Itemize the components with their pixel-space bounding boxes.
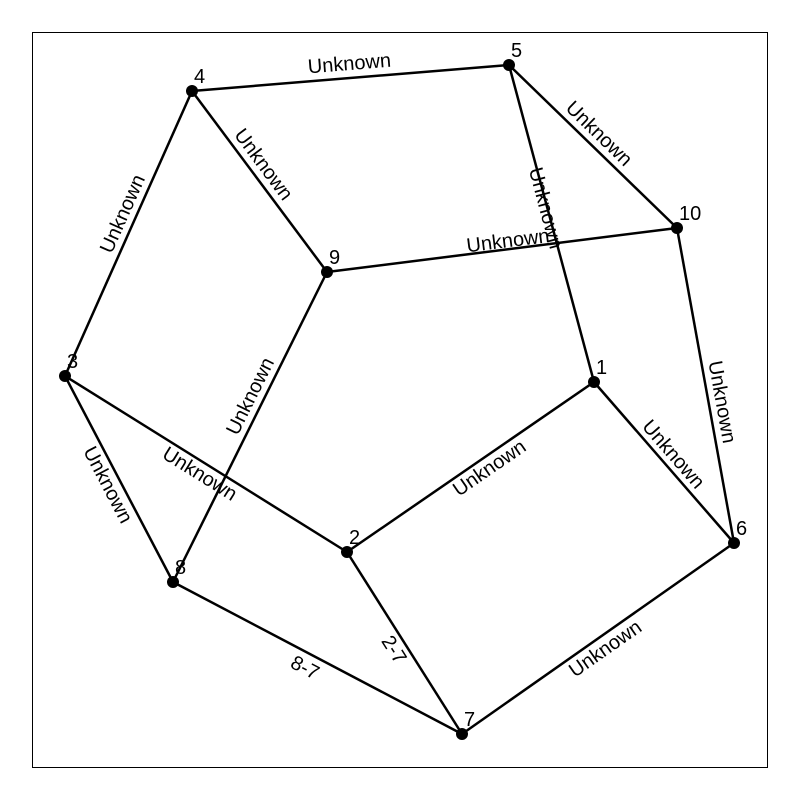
node-4	[186, 85, 198, 97]
diagram-frame	[32, 32, 768, 768]
edge-label-4-5: Unknown	[307, 50, 392, 79]
node-5	[503, 59, 515, 71]
node-8	[167, 576, 179, 588]
edge-label-1-6: Unknown	[637, 416, 708, 493]
edge-label-2-7: 2-7	[376, 632, 410, 668]
nodes-layer	[59, 59, 740, 740]
edge-5-10	[508, 64, 678, 229]
node-label-10: 10	[679, 203, 701, 225]
edge-label-6-7: Unknown	[565, 616, 646, 682]
edge-label-4-9: Unknown	[229, 125, 296, 205]
node-7	[456, 728, 468, 740]
node-2	[341, 546, 353, 558]
edge-label-3-2: Unknown	[158, 443, 240, 506]
node-label-3: 3	[67, 351, 78, 373]
node-9	[321, 266, 333, 278]
node-6	[728, 537, 740, 549]
edge-label-5-10: Unknown	[561, 97, 636, 171]
edge-4-5	[191, 63, 510, 93]
edge-5-1	[507, 64, 596, 383]
edge-1-6	[593, 381, 735, 544]
edge-9-8	[171, 271, 329, 583]
edge-2-7	[345, 551, 464, 735]
node-labels-layer: 1 2 3 4 5 6 7 8 9 10	[67, 40, 747, 731]
edge-6-7	[461, 541, 735, 736]
edge-1-2	[346, 380, 595, 554]
edge-9-10	[326, 226, 678, 274]
node-10	[671, 222, 683, 234]
node-label-2: 2	[349, 527, 360, 549]
edge-10-6	[675, 227, 736, 544]
node-label-9: 9	[329, 247, 340, 269]
node-1	[588, 376, 600, 388]
edge-label-9-10: Unknown	[465, 225, 550, 257]
node-label-7: 7	[464, 709, 475, 731]
node-label-5: 5	[511, 40, 522, 62]
edge-label-1-2: Unknown	[449, 436, 530, 501]
node-label-4: 4	[194, 66, 205, 88]
edge-8-7	[172, 580, 463, 736]
edge-3-2	[64, 374, 348, 554]
node-label-8: 8	[175, 557, 186, 579]
node-label-6: 6	[736, 518, 747, 540]
node-3	[59, 370, 71, 382]
edge-4-3	[63, 90, 194, 377]
node-label-1: 1	[596, 357, 607, 379]
edge-3-8	[63, 375, 175, 583]
edge-4-9	[190, 90, 329, 273]
edges-layer	[63, 63, 736, 736]
